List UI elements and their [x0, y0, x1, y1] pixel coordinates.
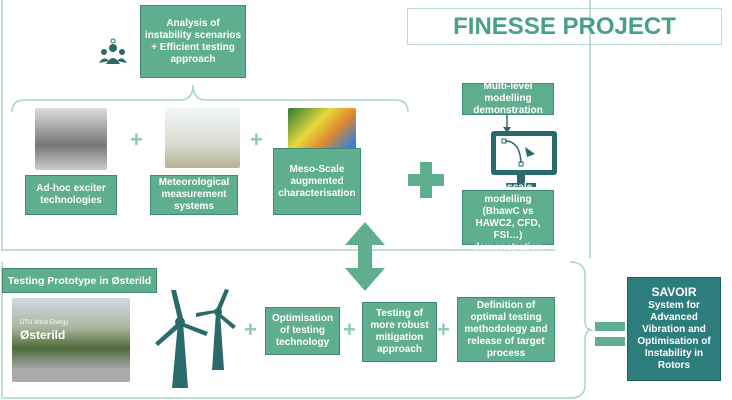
- photo-place: Østerild: [20, 328, 66, 342]
- osterild-photo: DTU Wind Energy Østerild: [12, 298, 130, 382]
- exciter-image: [35, 108, 107, 170]
- top-brace: [11, 84, 409, 113]
- definition-box: Definition of optimal testing methodolog…: [457, 297, 555, 362]
- equals-icon: [595, 322, 625, 346]
- testing-prototype-box: Testing Prototype in Østerild: [2, 268, 157, 293]
- multilevel-box: Multi-level modelling demonstration: [462, 81, 554, 116]
- plus-icon: +: [343, 317, 356, 342]
- photo-brand: DTU Wind Energy: [20, 320, 69, 326]
- plus-icon: +: [250, 127, 263, 152]
- adhoc-box: Ad-hoc exciter technologies: [25, 175, 117, 215]
- users-icon: [99, 38, 127, 64]
- right-brace: [569, 261, 593, 399]
- optimisation-box: Optimisation of testing technology: [265, 307, 340, 355]
- lower-frame: [1, 262, 575, 399]
- savoir-box: SAVOIR System for Advanced Vibration and…: [627, 277, 721, 381]
- savoir-description: System for Advanced Vibration and Optimi…: [637, 300, 711, 371]
- plus-icon: +: [244, 317, 257, 342]
- meteorological-image: [165, 108, 240, 168]
- multiscale-box: Multiscale modelling (BhawC vs HAWC2, CF…: [462, 182, 554, 253]
- big-plus-icon: [408, 162, 444, 198]
- analysis-box: Analysis of instability scenarios + Effi…: [140, 5, 246, 78]
- double-arrow-icon: [345, 222, 385, 291]
- savoir-name: SAVOIR: [651, 285, 697, 299]
- plus-icon: +: [437, 317, 450, 342]
- project-title: FINESSE PROJECT: [407, 8, 722, 45]
- arrow-down-icon: [503, 115, 511, 133]
- meso-scale-box: Meso-Scale augmented characterisation: [273, 148, 361, 215]
- robust-mitigation-box: Testing of more robust mitigation approa…: [362, 302, 437, 362]
- wind-turbines-icon: [155, 289, 236, 388]
- plus-icon: +: [130, 127, 143, 152]
- meteorological-box: Meteorological measurement systems: [150, 175, 238, 215]
- monitor-icon: [491, 131, 557, 187]
